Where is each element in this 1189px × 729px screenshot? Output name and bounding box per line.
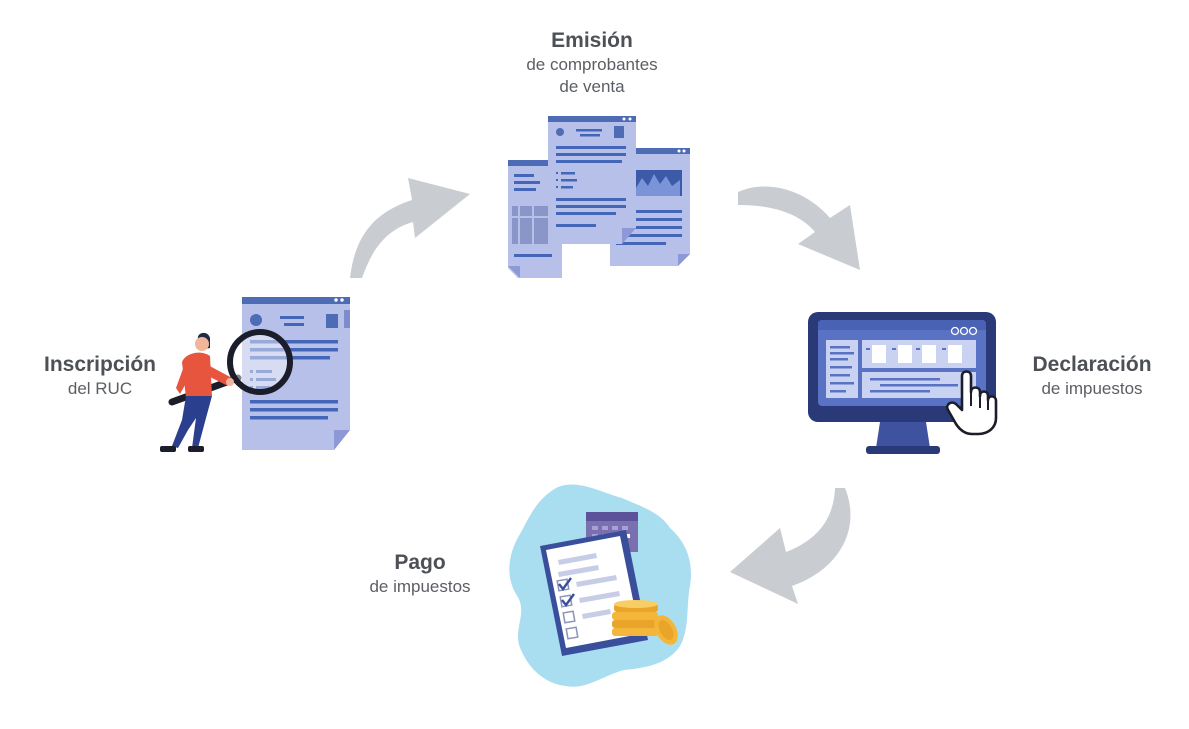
arrow-emision-to-declaracion xyxy=(738,186,860,270)
payment-checklist-map-icon xyxy=(509,484,692,687)
invoice-documents-icon xyxy=(508,116,690,278)
invoice-doc-front xyxy=(548,116,636,244)
step-declaracion-title: Declaración xyxy=(1032,353,1152,376)
monitor-click-icon xyxy=(808,312,998,454)
hand-cursor-icon xyxy=(945,370,998,436)
step-emision-title: Emisión xyxy=(551,29,633,52)
person-magnifier-document-icon xyxy=(160,297,350,452)
step-declaracion-subtitle: de impuestos xyxy=(1041,379,1143,399)
arrow-declaracion-to-pago xyxy=(730,488,851,604)
step-pago-label: Pago de impuestos xyxy=(340,550,500,598)
step-inscripcion-subtitle: del RUC xyxy=(67,379,133,399)
step-emision-subtitle-2: de venta xyxy=(559,76,625,96)
step-inscripcion-title: Inscripción xyxy=(43,353,157,376)
step-pago-title: Pago xyxy=(394,551,446,574)
step-emision-subtitle-1: de comprobantes xyxy=(526,55,658,75)
step-inscripcion-label: Inscripción del RUC xyxy=(20,352,180,400)
arrow-inscripcion-to-emision xyxy=(350,178,470,278)
step-declaracion-label: Declaración de impuestos xyxy=(1012,352,1172,400)
coin-stack-icon xyxy=(612,600,678,645)
step-pago-subtitle: de impuestos xyxy=(369,577,471,597)
person-icon xyxy=(160,332,234,452)
step-emision-label: Emisión de comprobantes de venta xyxy=(482,28,702,97)
